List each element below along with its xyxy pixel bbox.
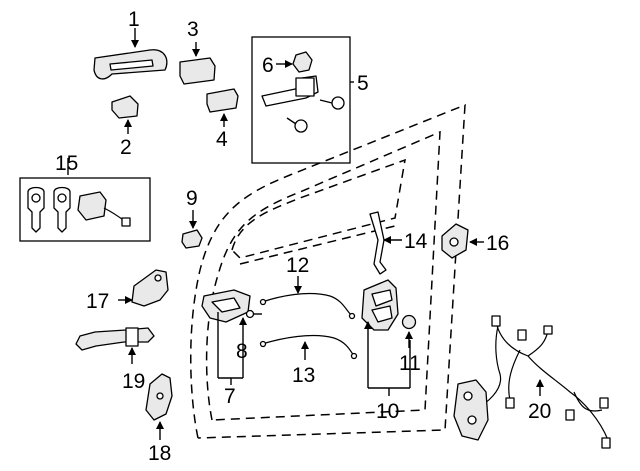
callout-18: 18 bbox=[148, 442, 171, 465]
callout-5: 5 bbox=[357, 72, 369, 95]
callout-13: 13 bbox=[292, 364, 315, 387]
callout-15: 15 bbox=[55, 152, 78, 175]
callout-7: 7 bbox=[224, 385, 236, 408]
callout-17: 17 bbox=[86, 290, 109, 313]
callout-14: 14 bbox=[404, 230, 428, 253]
door-outline bbox=[190, 103, 466, 439]
callout-3: 3 bbox=[187, 18, 199, 41]
callout-16: 16 bbox=[486, 232, 509, 255]
door-lock-actuator bbox=[361, 279, 411, 396]
callout-2: 2 bbox=[120, 136, 132, 159]
lock-cable-upper bbox=[259, 276, 356, 320]
callout-8: 8 bbox=[236, 340, 248, 363]
callout-9: 9 bbox=[186, 187, 198, 210]
callout-12: 12 bbox=[286, 254, 309, 277]
cap-plug bbox=[401, 314, 417, 348]
part-5-group-box bbox=[251, 36, 351, 164]
handle-pad-front bbox=[179, 42, 216, 85]
lock-rod bbox=[369, 211, 402, 275]
inside-door-handle bbox=[201, 289, 262, 385]
door-check bbox=[75, 327, 155, 364]
latch-cover bbox=[441, 223, 484, 259]
handle-pad-rear bbox=[206, 88, 239, 127]
callout-6: 6 bbox=[262, 54, 274, 77]
lock-cable-lower bbox=[259, 334, 358, 360]
callout-20: 20 bbox=[528, 400, 551, 423]
lock-bracket bbox=[118, 269, 169, 307]
callout-1: 1 bbox=[128, 8, 140, 31]
handle-frame-kit bbox=[261, 51, 354, 133]
striker bbox=[145, 373, 173, 440]
wiring-harness bbox=[453, 315, 611, 449]
lock-cylinder-set bbox=[27, 158, 131, 233]
callout-4: 4 bbox=[216, 128, 228, 151]
part-15-group-box bbox=[19, 177, 151, 242]
outside-door-handle bbox=[93, 28, 168, 80]
grommet bbox=[181, 210, 203, 249]
callout-19: 19 bbox=[122, 370, 145, 393]
handle-cap bbox=[111, 95, 139, 134]
callout-11: 11 bbox=[399, 352, 421, 375]
callout-10: 10 bbox=[376, 400, 399, 423]
